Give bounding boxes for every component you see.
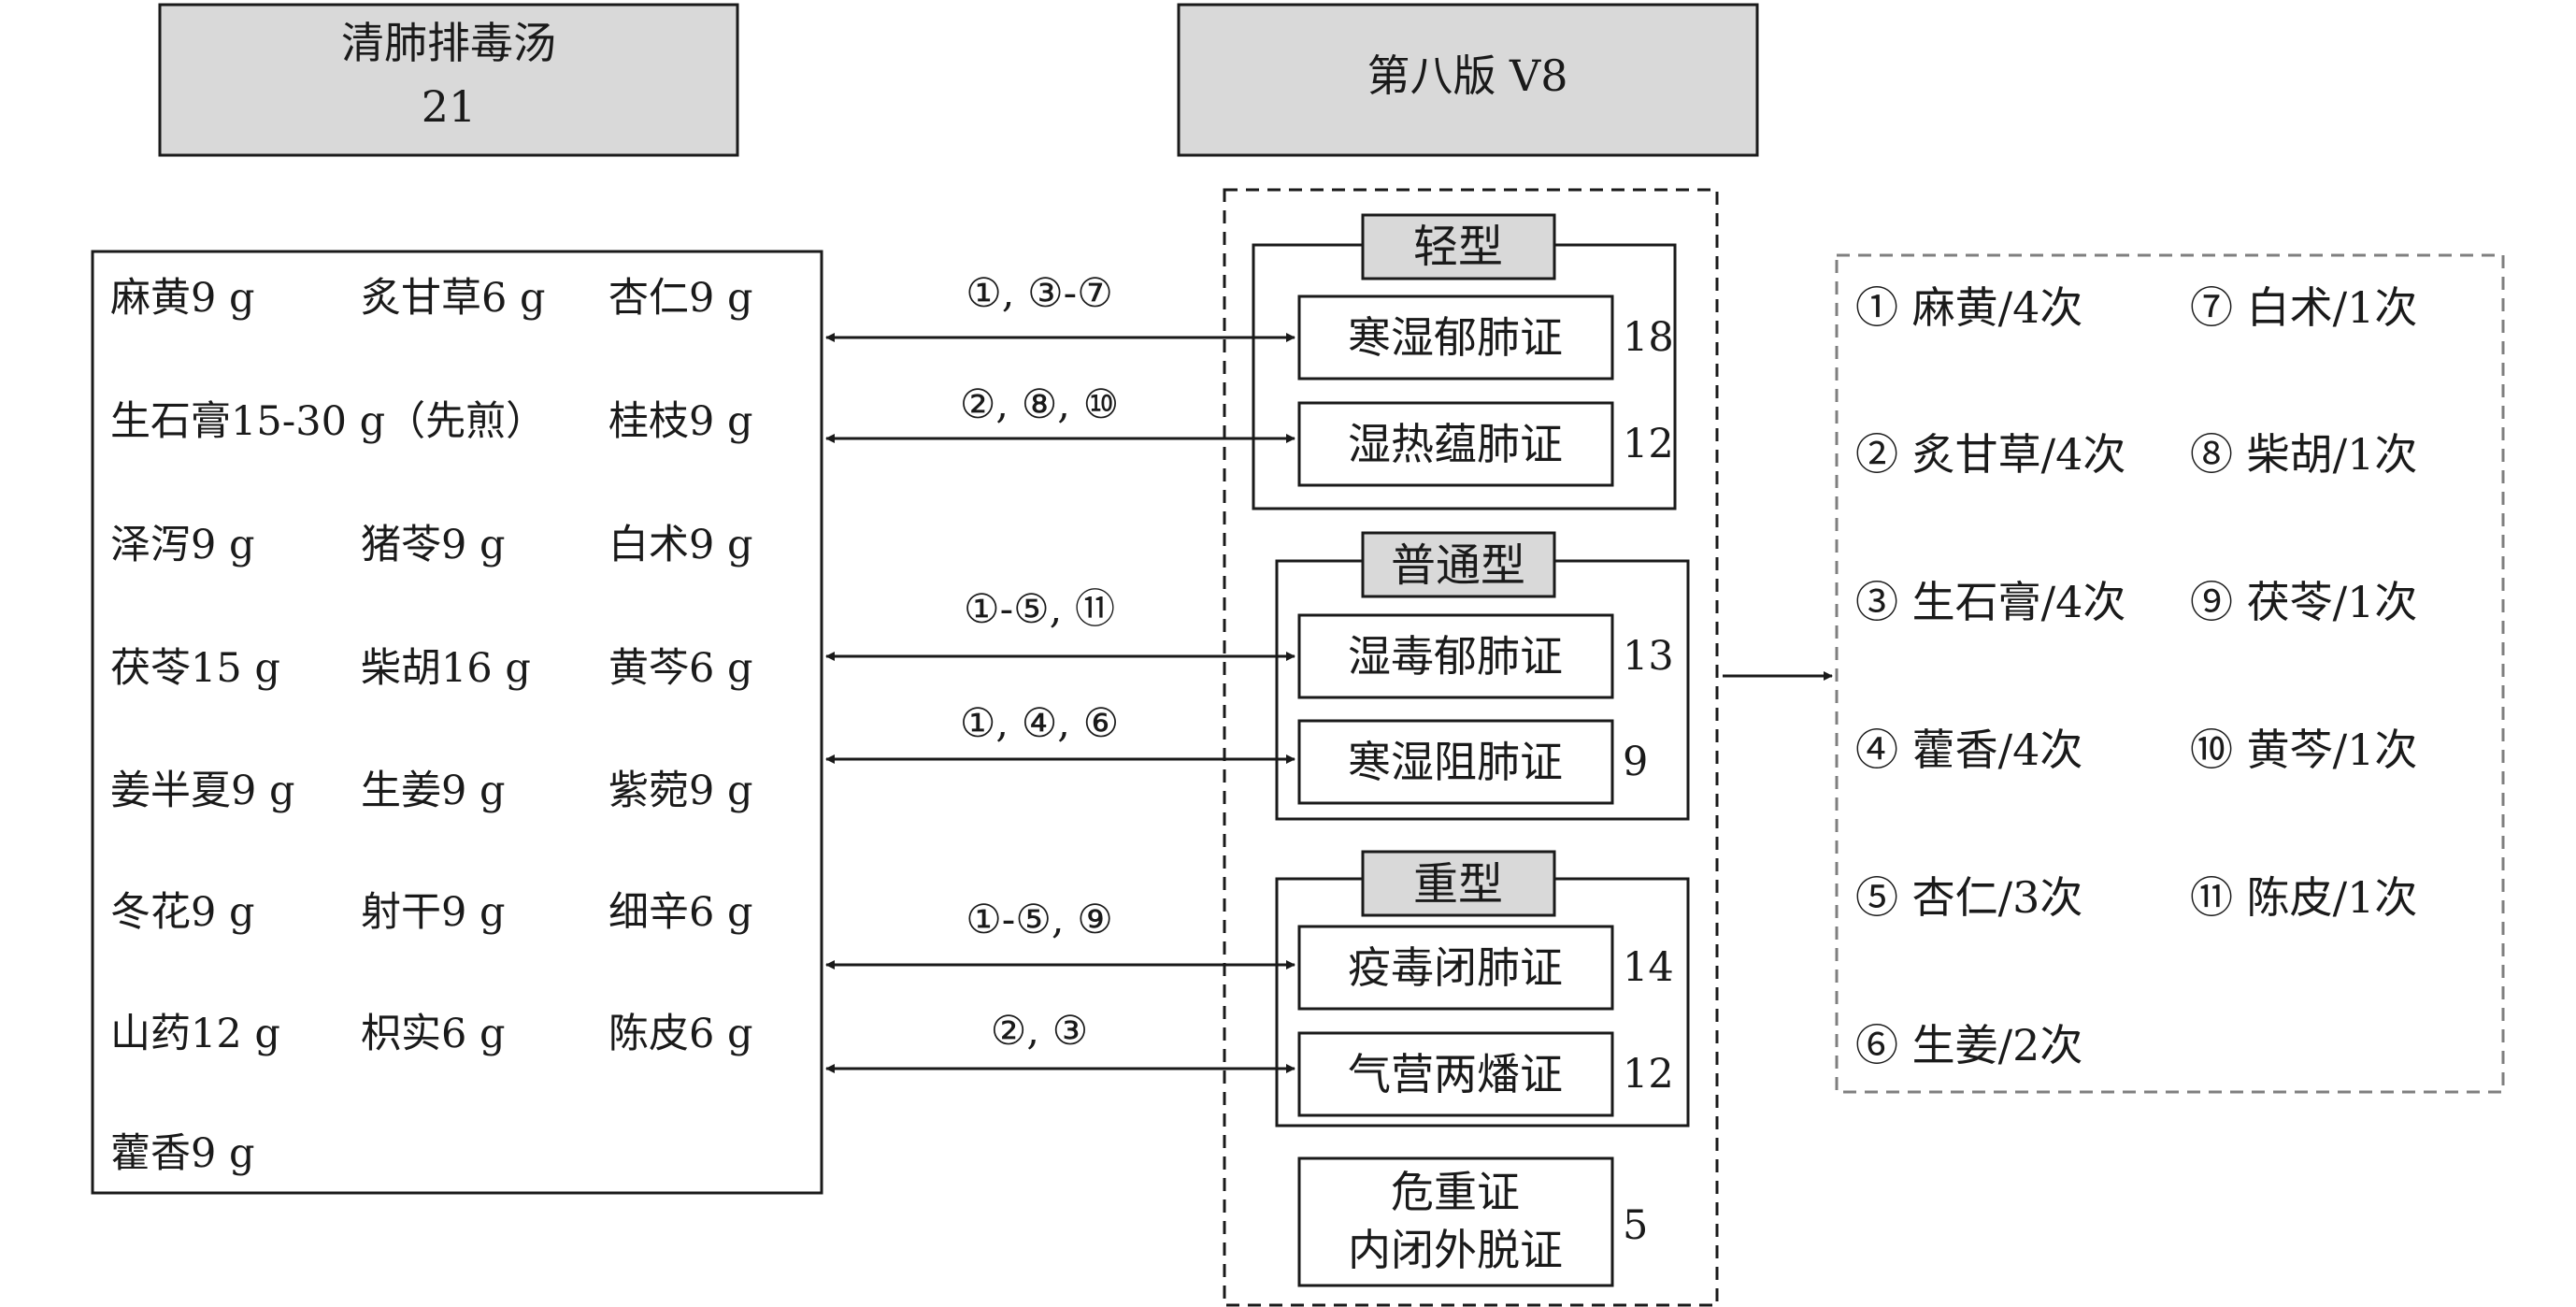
- guideline-title: 第八版 V8: [1367, 50, 1567, 101]
- herb-item: 山药12 g: [110, 1011, 280, 1057]
- herb-item: 柴胡16 g: [361, 645, 531, 692]
- legend-item: ⑪ 陈皮/1次: [2190, 872, 2417, 923]
- link-label: ②, ③: [991, 1008, 1088, 1055]
- link-label: ①, ③-⑦: [966, 270, 1113, 317]
- critical-syndrome: 危重证 内闭外脱证 5: [1297, 1156, 1648, 1287]
- critical-line2: 内闭外脱证: [1348, 1225, 1563, 1275]
- herb-item: 紫菀9 g: [608, 768, 753, 814]
- group-common: 普通型 湿毒郁肺证 13 寒湿阻肺证 9: [1275, 531, 1690, 821]
- syndrome-count: 9: [1623, 739, 1648, 785]
- herb-item: 射干9 g: [361, 889, 506, 936]
- guideline-header: 第八版 V8: [1177, 3, 1759, 157]
- herb-list: 麻黄9 g 炙甘草6 g 杏仁9 g 生石膏15-30 g（先煎） 桂枝9 g …: [91, 250, 823, 1195]
- herb-item: 泽泻9 g: [110, 522, 255, 568]
- group-label-mild: 轻型: [1413, 221, 1503, 273]
- syndrome-count: 12: [1623, 1051, 1674, 1098]
- syndrome-name: 疫毒闭肺证: [1348, 942, 1563, 993]
- syndrome-name: 气营两燔证: [1348, 1049, 1563, 1099]
- syndrome-name: 寒湿郁肺证: [1348, 312, 1563, 363]
- critical-line1: 危重证: [1391, 1167, 1520, 1217]
- herb-item: 麻黄9 g: [110, 275, 255, 322]
- herb-item: 细辛6 g: [608, 889, 753, 936]
- herb-item: 生石膏15-30 g（先煎）: [110, 398, 546, 445]
- herb-item: 白术9 g: [608, 522, 753, 568]
- legend-item: ① 麻黄/4次: [1855, 282, 2082, 333]
- guideline-container: [1223, 188, 1719, 1307]
- herb-item: 杏仁9 g: [608, 275, 753, 322]
- legend-item: ④ 藿香/4次: [1855, 725, 2082, 775]
- formula-herb-count: 21: [422, 81, 477, 132]
- link-arrows: [825, 333, 1295, 1073]
- herb-item: 冬花9 g: [110, 889, 255, 936]
- herb-item: 生姜9 g: [361, 768, 506, 814]
- critical-count: 5: [1623, 1202, 1648, 1249]
- syndrome-count: 13: [1623, 633, 1674, 680]
- herb-item: 陈皮6 g: [608, 1011, 753, 1057]
- legend-item: ⑨ 茯苓/1次: [2190, 577, 2417, 627]
- link-label: ①, ④, ⑥: [960, 700, 1119, 747]
- herb-item: 枳实6 g: [361, 1011, 506, 1057]
- syndrome-name: 寒湿阻肺证: [1348, 737, 1563, 787]
- syndrome-name: 湿热蕴肺证: [1348, 419, 1563, 469]
- formula-name: 清肺排毒汤: [341, 18, 556, 68]
- link-label: ①-⑤, ⑪: [964, 586, 1115, 633]
- herb-item: 黄芩6 g: [608, 645, 753, 692]
- group-label-common: 普通型: [1391, 539, 1525, 592]
- herb-item: 炙甘草6 g: [361, 275, 546, 322]
- legend-item: ② 炙甘草/4次: [1855, 429, 2125, 480]
- formula-header: 清肺排毒汤 21: [158, 3, 739, 157]
- group-mild: 轻型 寒湿郁肺证 18 湿热蕴肺证 12: [1252, 213, 1677, 510]
- group-severe: 重型 疫毒闭肺证 14 气营两燔证 12: [1275, 850, 1690, 1127]
- syndrome-count: 14: [1623, 944, 1674, 991]
- herb-item: 猪苓9 g: [361, 522, 506, 568]
- legend-item: ⑦ 白术/1次: [2190, 282, 2417, 333]
- link-label: ②, ⑧, ⑩: [960, 381, 1119, 428]
- herb-frequency-legend: ① 麻黄/4次 ⑦ 白术/1次 ② 炙甘草/4次 ⑧ 柴胡/1次 ③ 生石膏/4…: [1835, 253, 2505, 1094]
- group-label-severe: 重型: [1413, 858, 1503, 911]
- herb-item: 桂枝9 g: [608, 398, 753, 445]
- legend-item: ⑥ 生姜/2次: [1855, 1020, 2082, 1070]
- link-label: ①-⑤, ⑨: [966, 897, 1113, 943]
- legend-item: ⑧ 柴胡/1次: [2190, 429, 2417, 480]
- legend-item: ③ 生石膏/4次: [1855, 577, 2125, 627]
- syndrome-count: 18: [1623, 314, 1674, 361]
- syndrome-name: 湿毒郁肺证: [1348, 631, 1563, 682]
- herb-item: 茯苓15 g: [110, 645, 280, 692]
- herb-item: 藿香9 g: [110, 1130, 255, 1177]
- syndrome-count: 12: [1623, 421, 1674, 467]
- legend-item: ⑤ 杏仁/3次: [1855, 872, 2082, 923]
- legend-item: ⑩ 黄芩/1次: [2190, 725, 2417, 775]
- herb-item: 姜半夏9 g: [110, 768, 295, 814]
